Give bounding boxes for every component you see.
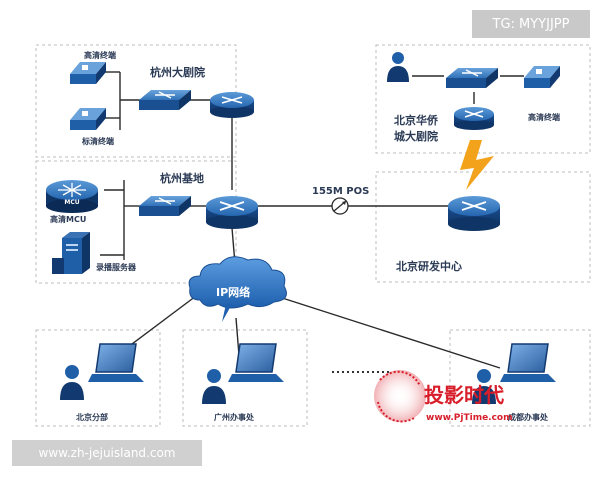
office-box-chengdu xyxy=(449,329,591,427)
label-recording-server: 录播服务器 xyxy=(96,262,137,272)
router-beijing-huaqiao-icon xyxy=(454,107,494,130)
mcu-icon: MCU xyxy=(46,180,98,213)
switch-beijing-huaqiao-icon xyxy=(446,68,498,88)
person-beijing-icon xyxy=(60,365,84,400)
label-beijing-rd: 北京研发中心 xyxy=(396,259,462,273)
hd-terminal-beijing-icon xyxy=(524,66,560,88)
switch-hangzhou-theater-icon xyxy=(139,90,191,110)
label-ip-network: IP网络 xyxy=(216,285,250,299)
label-office-chengdu: 成都办事处 xyxy=(508,412,549,422)
mcu-icon-text: MCU xyxy=(64,199,79,206)
office-box-beijing xyxy=(35,329,161,427)
label-office-beijing: 北京分部 xyxy=(76,412,108,422)
label-hd-terminal: 高清终端 xyxy=(84,50,116,60)
recording-server-icon xyxy=(52,232,90,274)
pos-connector-icon xyxy=(331,197,349,215)
label-beijing-huaqiao-line2: 城大剧院 xyxy=(394,129,438,143)
watermark-top-badge: TG: MYYJJPP xyxy=(472,10,590,38)
pjtime-logo-swirl-icon xyxy=(374,370,426,423)
switch-hangzhou-base-icon xyxy=(139,196,191,216)
label-pos-link: 155M POS xyxy=(312,186,369,197)
label-beijing-huaqiao-line1: 北京华侨 xyxy=(394,113,439,127)
office-box-guangzhou xyxy=(182,329,308,427)
person-guangzhou-icon xyxy=(202,369,226,404)
laptop-chengdu-icon xyxy=(500,343,556,382)
site-box-beijing-theater xyxy=(375,44,591,154)
user-person-icon xyxy=(387,52,409,82)
watermark-bottom-badge: www.zh-jejuisland.com xyxy=(12,440,202,466)
logo-text-cn: 投影时代 xyxy=(424,383,504,407)
person-chengdu-icon xyxy=(472,369,496,404)
sd-terminal-icon xyxy=(70,108,106,130)
router-hangzhou-core-icon xyxy=(206,196,258,229)
connection-lines xyxy=(99,71,524,369)
laptop-guangzhou-icon xyxy=(228,343,284,382)
ip-network-cloud-icon xyxy=(188,256,287,322)
label-hd-mcu: 高清MCU xyxy=(50,214,86,224)
wireless-link-bolt-icon xyxy=(460,140,494,190)
label-office-guangzhou: 广州办事处 xyxy=(214,412,255,422)
logo-url: www.PjTime.com xyxy=(426,413,513,423)
router-beijing-rd-icon xyxy=(448,196,500,231)
label-hangzhou-base: 杭州基地 xyxy=(160,171,204,185)
hd-terminal-icon xyxy=(70,62,106,84)
laptop-beijing-icon xyxy=(88,343,144,382)
label-sd-terminal: 标清终端 xyxy=(81,136,114,146)
site-box-hangzhou-theater xyxy=(35,44,237,158)
label-hd-terminal-beijing: 高清终端 xyxy=(528,112,560,122)
label-hangzhou-theater: 杭州大剧院 xyxy=(150,65,205,79)
router-hangzhou-theater-icon xyxy=(210,92,254,118)
